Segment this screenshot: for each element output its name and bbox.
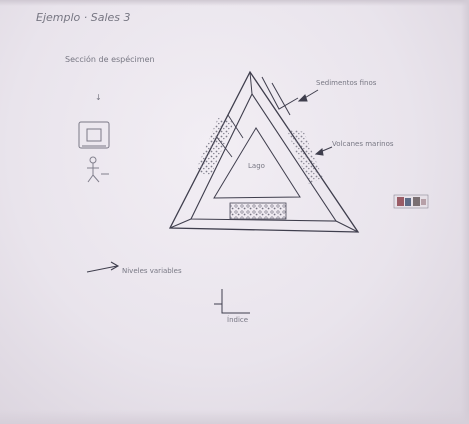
left-band-texture (196, 118, 234, 177)
bottom-band-texture (230, 203, 286, 219)
bottom-left-arrow (87, 262, 118, 272)
axis-sketch (214, 289, 250, 313)
arrow-to-mid-note (316, 147, 332, 155)
bottom-left-note: Niveles variables (122, 267, 182, 275)
right-band-texture (286, 128, 323, 184)
legend-arrow: ↓ (95, 93, 102, 102)
small-colored-sticker (394, 195, 428, 208)
legend-box-sketch (79, 122, 109, 148)
legend-note: Sección de espécimen (65, 54, 155, 64)
right-note-mid: Volcanes marinos (332, 140, 394, 148)
legend-figure-sketch (87, 157, 109, 182)
center-label: Lago (248, 162, 265, 170)
axis-note: Índice (227, 315, 248, 324)
right-note-top: Sedimentos finos (316, 79, 377, 87)
arrow-to-top-note (299, 90, 318, 101)
sheet-title: Ejemplo · Sales 3 (36, 11, 131, 24)
